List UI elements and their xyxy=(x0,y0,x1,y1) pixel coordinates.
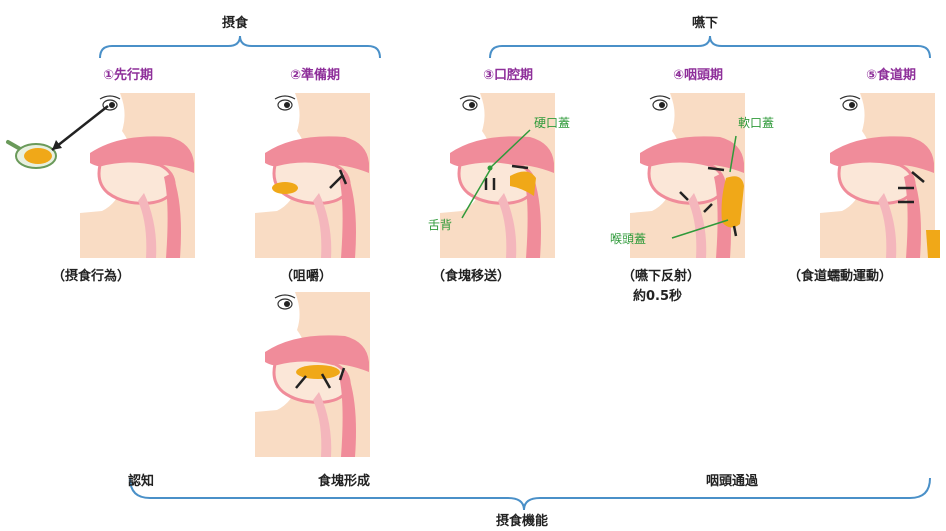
head-preparatory xyxy=(253,91,372,260)
gaze-arrow-head xyxy=(52,140,62,150)
hard-palate-marker xyxy=(487,165,493,171)
ingestion-label: 摂食 xyxy=(222,16,249,31)
caption-pharyngeal-duration: 約0.5秒 xyxy=(633,289,683,304)
stage-title-oral: ③口腔期 xyxy=(483,68,534,83)
annotation-leaders xyxy=(461,129,737,239)
epiglottis-label: 喉頭蓋 xyxy=(610,232,647,246)
caption-pharyngeal: （嚥下反射） xyxy=(622,269,701,284)
bolus-formation-label: 食塊形成 xyxy=(318,474,371,489)
caption-preparatory: （咀嚼） xyxy=(280,269,333,284)
movement-arrows xyxy=(295,164,925,389)
pharyngeal-passage-label: 咽頭通過 xyxy=(706,474,759,489)
stage-title-anticipatory: ①先行期 xyxy=(103,68,154,83)
bolus-formed xyxy=(296,365,340,379)
soft-palate-label: 軟口蓋 xyxy=(738,116,775,130)
bolus-oral xyxy=(510,171,536,196)
spoon-icon xyxy=(6,140,57,169)
stage-title-esophageal: ⑤食道期 xyxy=(866,68,917,83)
hard-palate-label: 硬口蓋 xyxy=(534,116,571,130)
recognition-label: 認知 xyxy=(128,474,155,489)
caption-oral: （食塊移送） xyxy=(432,269,511,284)
caption-esophageal: （食道蠕動運動） xyxy=(788,269,893,284)
gaze-arrow xyxy=(51,105,109,151)
bolus-esophageal xyxy=(926,230,940,258)
caption-anticipatory: （摂食行為） xyxy=(52,269,131,284)
bolus-preparatory xyxy=(272,182,298,194)
swallowing-label: 嚥下 xyxy=(692,16,719,31)
stage-title-preparatory: ②準備期 xyxy=(290,68,341,83)
head-anticipatory xyxy=(78,91,197,260)
swallowing-brace xyxy=(489,35,931,59)
feeding-function-brace xyxy=(129,477,931,511)
stage-title-pharyngeal: ④咽頭期 xyxy=(673,68,724,83)
ingestion-brace xyxy=(99,35,381,59)
tongue-back-label: 舌背 xyxy=(428,218,453,232)
feeding-function-label: 摂食機能 xyxy=(496,514,549,529)
bolus-pharyngeal xyxy=(721,176,744,228)
